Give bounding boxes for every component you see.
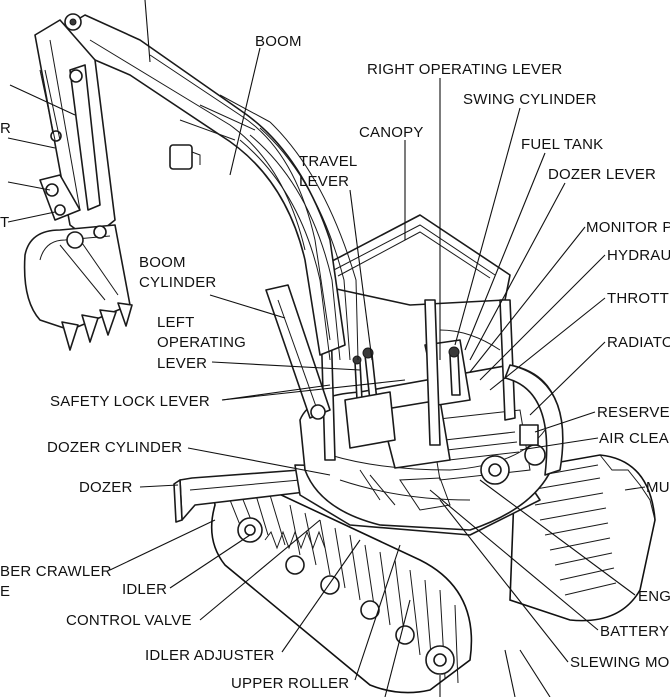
- label-hydraulic: HYDRAU: [607, 247, 670, 264]
- label-left-operating-lever-line1: LEFT: [157, 314, 194, 331]
- bucket-linkage: [39, 69, 81, 221]
- label-boom-cylinder-line2: CYLINDER: [139, 274, 216, 291]
- label-dozer: DOZER: [79, 479, 133, 496]
- control-levers: [344, 346, 461, 449]
- label-air-cleaner: AIR CLEA: [599, 430, 669, 447]
- label-right-operating-lever: RIGHT OPERATING LEVER: [367, 61, 562, 78]
- label-reserve: RESERVE: [597, 404, 670, 421]
- leader-lines: [7, 0, 646, 697]
- label-left-operating-lever-line2: OPERATING: [157, 334, 246, 351]
- label-left-t: T: [0, 214, 9, 231]
- label-safety-lock-lever: SAFETY LOCK LEVER: [50, 393, 210, 410]
- arm-stick: [34, 13, 116, 241]
- label-battery: BATTERY: [600, 623, 669, 640]
- label-slewing-motor: SLEWING MO: [570, 654, 670, 671]
- label-muffler: MU: [646, 479, 670, 496]
- label-boom-cylinder-line1: BOOM: [139, 254, 186, 271]
- boom-arm: [59, 14, 359, 361]
- label-engine: ENG: [638, 588, 670, 605]
- label-travel-lever-line1: TRAVEL: [299, 153, 357, 170]
- label-swing-cylinder: SWING CYLINDER: [463, 91, 597, 108]
- part-labels: BOOM RIGHT OPERATING LEVER SWING CYLINDE…: [0, 33, 670, 692]
- label-radiator: RADIATOR: [607, 334, 670, 351]
- label-boom: BOOM: [255, 33, 302, 50]
- label-control-valve: CONTROL VALVE: [66, 612, 192, 629]
- label-monitor: MONITOR P: [586, 219, 670, 236]
- label-travel-lever-line2: LEVER: [299, 173, 349, 190]
- boom-cylinder: [265, 284, 331, 420]
- label-dozer-lever: DOZER LEVER: [548, 166, 656, 183]
- label-idler: IDLER: [122, 581, 167, 598]
- label-fuel-tank: FUEL TANK: [521, 136, 603, 153]
- dozer-blade: [173, 469, 306, 523]
- excavator-illustration: [23, 13, 656, 694]
- label-idler-adjuster: IDLER ADJUSTER: [145, 647, 275, 664]
- label-rubber-crawler-line1: BER CRAWLER: [0, 563, 112, 580]
- label-canopy: CANOPY: [359, 124, 424, 141]
- counterweight: [504, 364, 564, 476]
- label-upper-roller: UPPER ROLLER: [231, 675, 349, 692]
- label-left-operating-lever-line3: LEVER: [157, 355, 207, 372]
- left-crawler-track: [210, 477, 473, 694]
- label-rubber-crawler-line2: E: [0, 583, 10, 600]
- label-left-r: R: [0, 120, 11, 137]
- label-dozer-cylinder: DOZER CYLINDER: [47, 439, 182, 456]
- bucket: [23, 224, 133, 351]
